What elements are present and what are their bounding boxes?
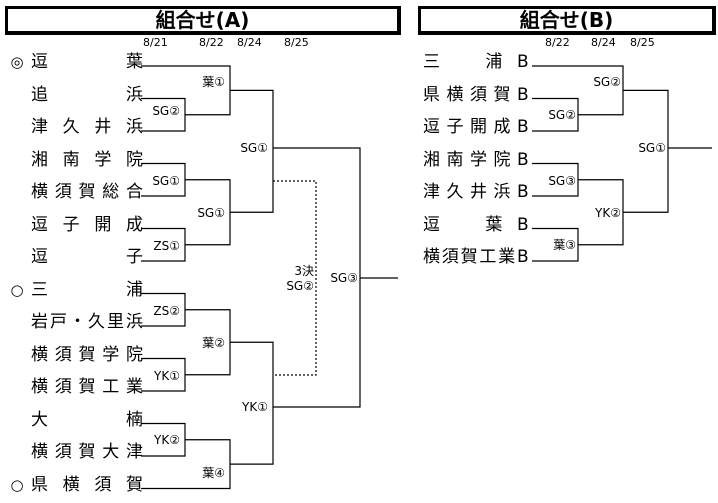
team-name: 横須賀工業 xyxy=(31,377,143,397)
bracket-a-dates: 8/21 8/22 8/24 8/25 xyxy=(0,36,400,50)
team-entry: ○ 三浦 xyxy=(6,279,143,301)
third-place-label: 3決 xyxy=(294,264,314,278)
team-name: 横須賀大津 xyxy=(31,442,143,462)
team-entry: 逗子 xyxy=(6,246,143,268)
match-label: SG③ xyxy=(548,174,576,188)
team-entry: ○ 県横須賀 xyxy=(6,474,143,496)
team-entry: 津久井浜 xyxy=(6,116,143,138)
match-label: SG② xyxy=(548,108,576,122)
team-name: 逗子 xyxy=(31,247,143,267)
date-label: 8/22 xyxy=(199,36,224,49)
third-place-connector xyxy=(273,180,317,376)
match-label: YK② xyxy=(154,433,180,447)
third-place-label: SG② xyxy=(286,279,314,293)
final-label: SG① xyxy=(638,141,666,155)
match-label: 葉② xyxy=(202,336,225,350)
bracket-a-title: 組合せ(A) xyxy=(5,6,401,35)
team-entry: 岩戸・久里浜 xyxy=(6,311,143,333)
team-entry: 横須賀学院 xyxy=(6,344,143,366)
team-entry: 湘南学院 xyxy=(6,149,143,171)
team-entry: ◎ 逗葉 xyxy=(6,51,143,73)
team-entry: 追浜 xyxy=(6,84,143,106)
match-label: SG① xyxy=(152,174,180,188)
match-label: ZS① xyxy=(153,239,180,253)
seed-mark: ◎ xyxy=(10,53,24,71)
match-label: ZS② xyxy=(153,304,180,318)
team-entry: 逗子開成 xyxy=(6,214,143,236)
team-entry: 横須賀工業 xyxy=(6,376,143,398)
bracket-connector xyxy=(623,89,669,213)
team-entry: 横須賀総合 xyxy=(6,181,143,203)
match-label: 葉① xyxy=(202,75,225,89)
team-name: 三浦 xyxy=(31,279,143,300)
match-label: 葉③ xyxy=(553,238,576,252)
seed-mark: ○ xyxy=(10,280,24,299)
team-name: 追浜 xyxy=(31,84,143,105)
date-label: 8/22 xyxy=(545,36,570,49)
team-name: 津久井浜 xyxy=(31,117,143,137)
team-name: 岩戸・久里浜 xyxy=(31,312,143,332)
date-label: 8/21 xyxy=(143,36,168,49)
match-label: SG① xyxy=(197,206,225,220)
team-name: 県横須賀 xyxy=(31,474,143,495)
match-label: SG① xyxy=(240,141,268,155)
team-entry: 横須賀大津 xyxy=(6,441,143,463)
team-name: 横須賀学院 xyxy=(31,344,143,365)
team-name: 湘南学院 xyxy=(31,149,143,170)
team-entry: 大楠 xyxy=(6,409,143,431)
bracket-connector xyxy=(230,341,274,465)
match-label: YK① xyxy=(154,369,180,383)
date-label: 8/25 xyxy=(284,36,309,49)
match-label: SG② xyxy=(152,104,180,118)
team-name: 大楠 xyxy=(31,409,143,430)
team-name: 横須賀総合 xyxy=(31,182,143,202)
final-label: SG③ xyxy=(330,271,358,285)
seed-mark: ○ xyxy=(10,475,24,494)
match-label: 葉④ xyxy=(202,466,225,480)
match-label: SG② xyxy=(593,75,621,89)
match-label: YK② xyxy=(595,206,621,220)
date-label: 8/25 xyxy=(630,36,655,49)
bracket-connector xyxy=(230,89,274,213)
date-label: 8/24 xyxy=(591,36,616,49)
bracket-b-title: 組合せ(B) xyxy=(418,6,716,35)
match-label: YK① xyxy=(242,400,268,414)
team-name: 逗葉 xyxy=(31,52,143,72)
bracket-b-dates: 8/22 8/24 8/25 xyxy=(410,36,718,50)
date-label: 8/24 xyxy=(237,36,262,49)
team-name: 逗子開成 xyxy=(31,214,143,235)
